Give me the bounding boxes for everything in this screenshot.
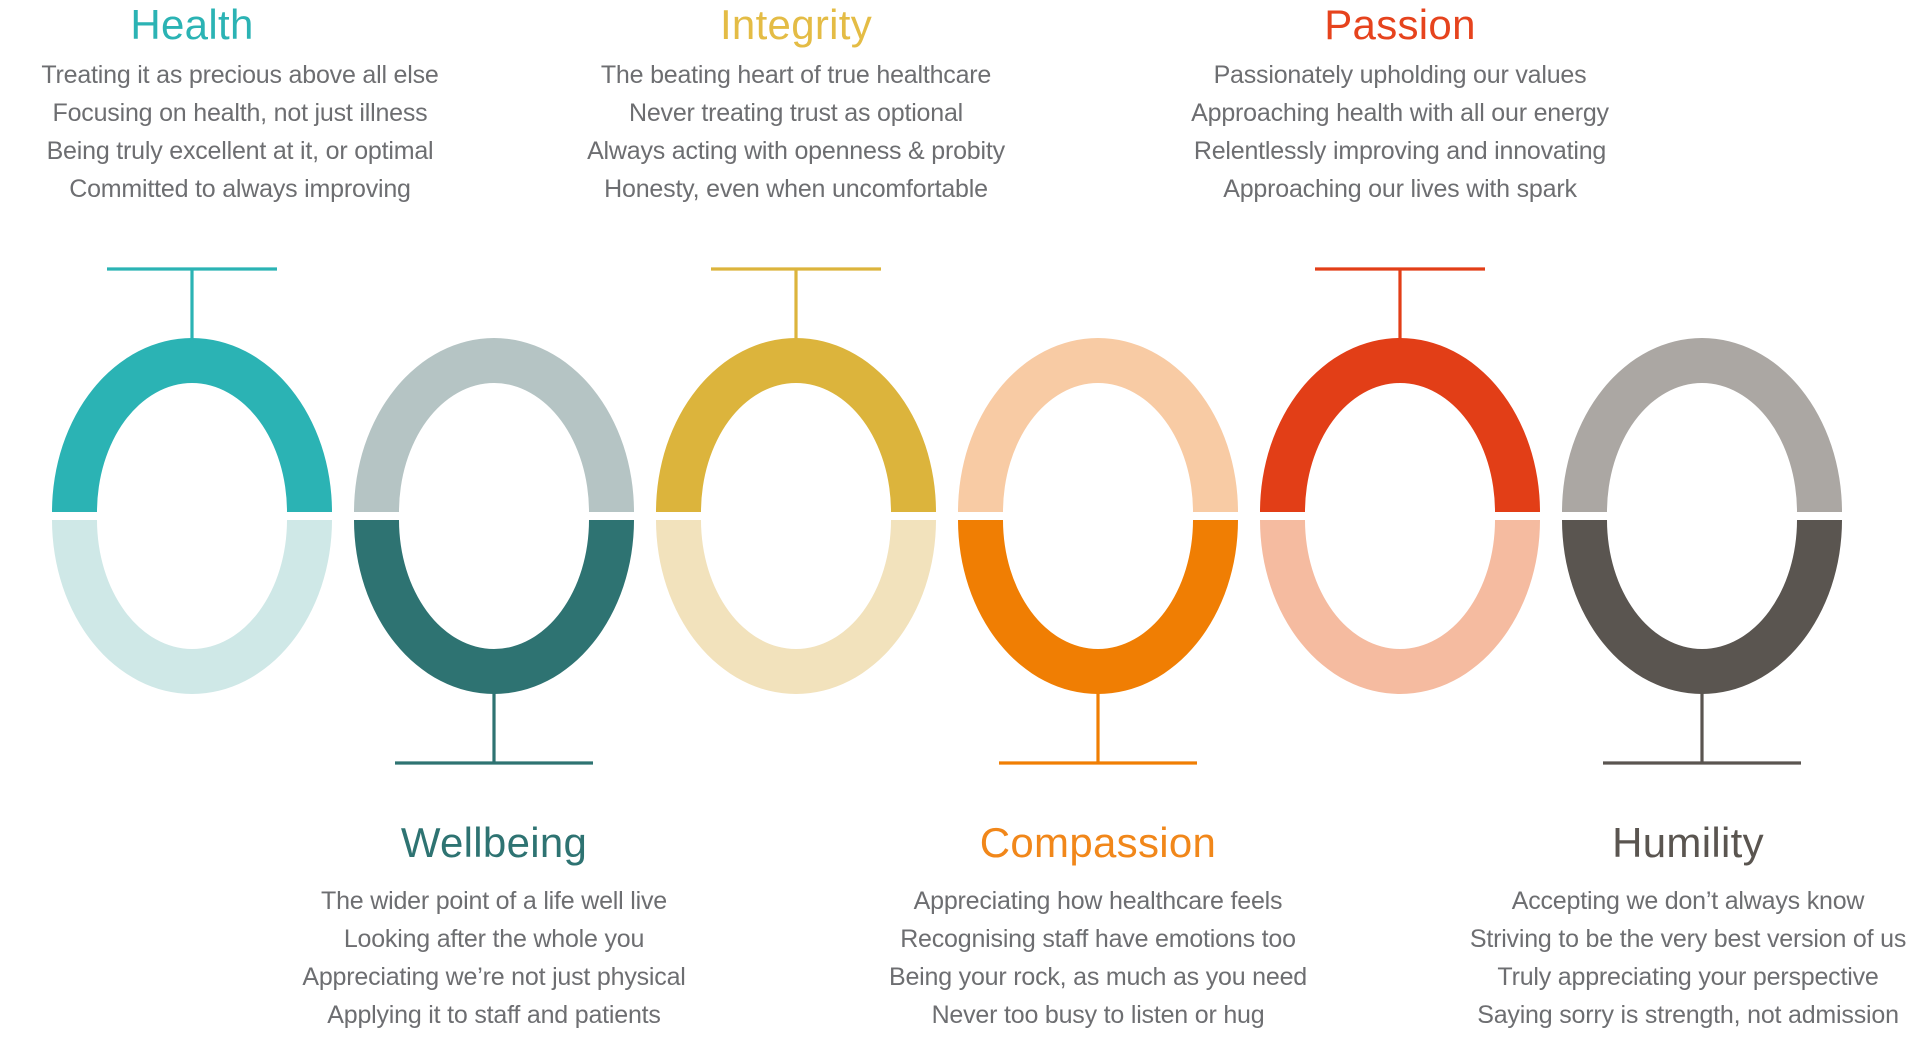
column-humility: Humility Accepting we don’t always know … (1462, 818, 1920, 1034)
value-description-integrity: The beating heart of true healthcare Nev… (556, 56, 1036, 208)
value-description-humility: Accepting we don’t always know Striving … (1448, 882, 1920, 1034)
column-health: Health Treating it as precious above all… (0, 0, 438, 208)
description-line: Relentlessly improving and innovating (1193, 137, 1607, 165)
description-line: Approaching health with all our energy (1191, 99, 1609, 127)
description-line: Approaching our lives with spark (1223, 175, 1577, 203)
description-line: Applying it to staff and patients (327, 1001, 661, 1029)
ring-health-main-half (52, 338, 332, 512)
description-line: Being your rock, as much as you need (888, 963, 1308, 991)
value-title-integrity: Integrity (719, 1, 873, 48)
ring-wellbeing-main-half (354, 520, 634, 694)
value-description-passion: Passionately upholding our values Approa… (1160, 56, 1640, 208)
description-line: Being truly excellent at it, or optimal (46, 137, 434, 165)
value-title-health: Health (130, 1, 254, 48)
description-line: Treating it as precious above all else (41, 61, 439, 89)
column-integrity: Integrity The beating heart of true heal… (556, 0, 1036, 208)
description-line: Saying sorry is strength, not admission (1477, 1001, 1899, 1029)
value-description-wellbeing: The wider point of a life well live Look… (254, 882, 734, 1034)
description-line: The wider point of a life well live (321, 887, 667, 915)
value-title-compassion: Compassion (979, 819, 1217, 866)
description-line: Accepting we don’t always know (1511, 887, 1865, 915)
description-line: Committed to always improving (69, 175, 411, 203)
description-line: Honesty, even when uncomfortable (604, 175, 988, 203)
ring-compassion-pale-half (958, 338, 1238, 512)
value-description-health: Treating it as precious above all else F… (0, 56, 480, 208)
ring-health-pale-half (52, 520, 332, 694)
description-line: Looking after the whole you (343, 925, 645, 953)
column-passion: Passion Passionately upholding our value… (1160, 0, 1640, 208)
ring-humility-main-half (1562, 520, 1842, 694)
description-line: Focusing on health, not just illness (52, 99, 428, 127)
ring-humility-pale-half (1562, 338, 1842, 512)
description-line: Never too busy to listen or hug (931, 1001, 1265, 1029)
value-description-compassion: Appreciating how healthcare feels Recogn… (858, 882, 1338, 1034)
description-line: Recognising staff have emotions too (900, 925, 1296, 953)
description-line: Never treating trust as optional (628, 99, 964, 127)
description-line: Appreciating we’re not just physical (302, 963, 686, 991)
column-compassion: Compassion Appreciating how healthcare f… (858, 818, 1338, 1034)
ring-compassion-main-half (958, 520, 1238, 694)
value-title-passion: Passion (1324, 1, 1476, 48)
description-line: Striving to be the very best version of … (1469, 925, 1907, 953)
ring-wellbeing-pale-half (354, 338, 634, 512)
description-line: The beating heart of true healthcare (600, 61, 992, 89)
description-line: Always acting with openness & probity (587, 137, 1005, 165)
ring-passion-main-half (1260, 338, 1540, 512)
ring-integrity-main-half (656, 338, 936, 512)
ring-integrity-pale-half (656, 520, 936, 694)
value-title-humility: Humility (1612, 819, 1764, 866)
description-line: Passionately upholding our values (1213, 61, 1587, 89)
description-line: Appreciating how healthcare feels (913, 887, 1283, 915)
value-title-wellbeing: Wellbeing (400, 819, 588, 866)
column-wellbeing: Wellbeing The wider point of a life well… (254, 818, 734, 1034)
description-line: Truly appreciating your perspective (1497, 963, 1879, 991)
ring-passion-pale-half (1260, 520, 1540, 694)
